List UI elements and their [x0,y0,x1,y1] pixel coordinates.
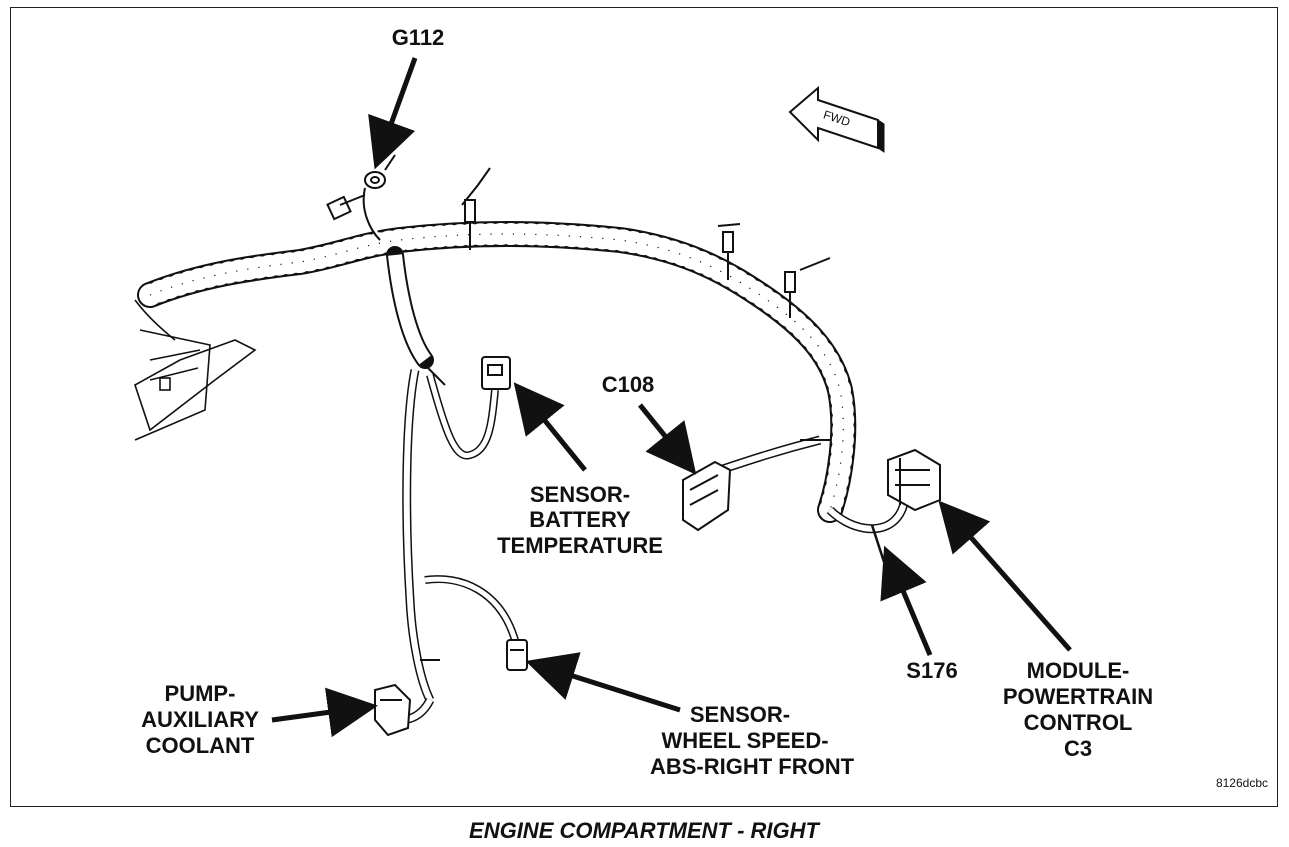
g112-ground [326,154,396,241]
battery-temp-sensor-connector [481,356,511,390]
pump-label: PUMP- AUXILIARY COOLANT [141,681,259,758]
wheel-speed-label: SENSOR- WHEEL SPEED- ABS-RIGHT FRONT [650,702,855,779]
callout-arrows [271,57,1072,738]
svg-text:POWERTRAIN: POWERTRAIN [1003,684,1153,709]
c108-connector [682,460,732,532]
s176-arrow [880,545,933,656]
harness-clips [420,167,831,661]
figure-id: 8126dcbc [1216,776,1268,790]
figure-caption: ENGINE COMPARTMENT - RIGHT [469,818,821,843]
battery-temp-arrow [513,382,587,472]
svg-text:PUMP-: PUMP- [165,681,236,706]
pcm-c3-connector [887,448,941,512]
s176-label: S176 [906,658,957,683]
wheel-speed-connector [506,639,528,671]
svg-text:CONTROL: CONTROL [1024,710,1133,735]
svg-text:AUXILIARY: AUXILIARY [141,707,259,732]
svg-text:MODULE-: MODULE- [1027,658,1130,683]
svg-text:C3: C3 [1064,736,1092,761]
pump-connector [374,683,412,737]
pcm-label: MODULE- POWERTRAIN CONTROL C3 [1003,658,1153,761]
c108-label: C108 [602,372,655,397]
battery-temp-label: SENSOR- BATTERY TEMPERATURE [497,482,663,558]
svg-text:SENSOR-: SENSOR- [530,482,630,507]
wheel-speed-arrow [525,652,681,713]
svg-text:SENSOR-: SENSOR- [690,702,790,727]
pump-arrow [271,687,378,738]
fwd-arrow: FWD [788,85,885,153]
pcm-arrow [938,500,1072,652]
svg-text:COOLANT: COOLANT [146,733,255,758]
svg-text:BATTERY: BATTERY [529,507,631,532]
svg-text:ABS-RIGHT FRONT: ABS-RIGHT FRONT [650,754,855,779]
svg-text:WHEEL SPEED-: WHEEL SPEED- [661,728,828,753]
battery-tray [134,299,257,441]
svg-text:TEMPERATURE: TEMPERATURE [497,533,663,558]
c108-arrow [638,403,697,475]
g112-arrow [368,57,418,170]
g112-label: G112 [392,25,445,50]
main-harness [137,221,910,725]
